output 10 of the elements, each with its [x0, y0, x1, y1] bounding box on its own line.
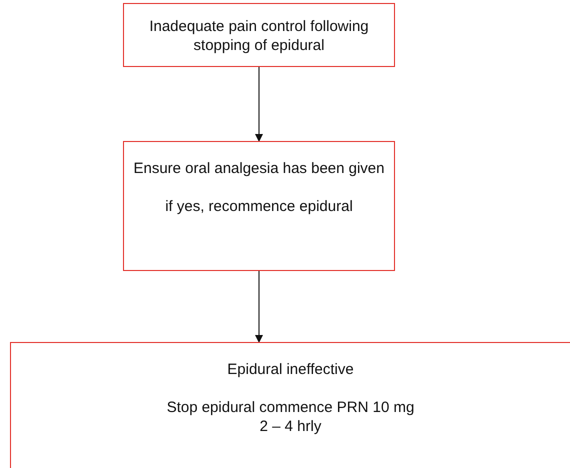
box-text: Stop epidural commence PRN 10 mg 2 – 4 hrly — [166, 398, 416, 436]
process-box — [10, 342, 570, 468]
box-text: Epidural ineffective — [227, 360, 354, 379]
process-box — [123, 3, 395, 67]
arrow — [255, 66, 263, 142]
arrow — [255, 270, 263, 343]
box-text: Inadequate pain control following stopping of epidural — [148, 17, 370, 55]
process-box — [123, 141, 395, 271]
box-text: Ensure oral analgesia has been given — [133, 159, 384, 178]
box-text: if yes, recommence epidural — [165, 197, 353, 216]
